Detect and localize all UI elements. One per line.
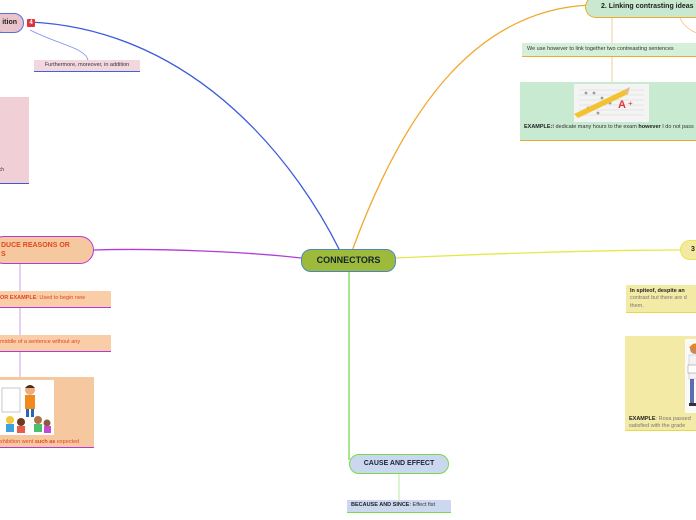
topic-addition[interactable]: ition [0,13,24,33]
example-prefix: EXAMPLE: [524,124,553,130]
central-topic-connectors[interactable]: CONNECTORS [301,249,396,272]
exam-paper-illustration: A + [574,84,649,122]
because-since-rest: : Effect fist [409,502,436,509]
svg-text:A: A [618,99,626,111]
topic-addition-label: ition [2,19,17,27]
children-illustration [0,380,54,435]
topic-linking-contrasting-ideas[interactable]: 2. Linking contrasting ideas [585,0,696,18]
third-example-text: EXAMPLE: Rosa passed satisfied with the … [629,416,696,431]
such-as-keyword: such as [34,439,56,445]
topic-contrast-label: 2. Linking contrasting ideas [601,3,694,11]
subtopic-middle-sentence[interactable]: middle of a sentence without any [0,335,111,352]
reasons-label-line2: S [1,251,6,258]
because-since-text: BECAUSE AND SINCE: Effect fist [351,502,435,509]
example-before: I dedicate many hours to the exam [552,124,639,130]
such-as-before: xhibition went [0,439,35,445]
subtopic-addition-examples[interactable]: Furthermore, moreover, in addition [34,60,140,72]
badge-count: 4 [29,19,33,26]
branch-line-reasons [93,248,302,259]
student-illustration [685,339,696,413]
topic-cause-and-effect[interactable]: CAUSE AND EFFECT [349,454,449,474]
example-keyword-however: however [638,124,661,130]
subtopic-because-and-since[interactable]: BECAUSE AND SINCE: Effect fist [347,500,451,513]
third-example-prefix: EXAMPLE [629,416,656,422]
such-as-after: expected [55,439,80,445]
student-figure [685,339,696,413]
svg-text:+: + [628,99,633,108]
branch-line-contrast [351,4,591,252]
kids-illustration [0,380,54,435]
branch-line-addition-example [29,29,89,61]
reasons-label-line1: DUCE REASONS OR [1,241,70,249]
for-example-text: OR EXAMPLE: Used to begin new [0,295,85,302]
subtopic-contrast-description[interactable]: We use however to link together two cont… [522,43,696,57]
subtopic-such-as-card[interactable]: xhibition went such as expected [0,377,94,448]
branch-line-third [395,249,681,259]
topic-introduce-reasons[interactable]: DUCE REASONS OR S [0,236,94,264]
example-after: I do not pass [660,124,694,130]
subtopic-contrast-example-card[interactable]: A + EXAMPLE:I dedicate many hours to the… [520,82,696,141]
central-topic-label: CONNECTORS [316,255,381,266]
third-example-body: : Rosa passed satisfied with the grade [629,416,691,430]
topic-cause-label: CAUSE AND EFFECT [363,460,435,468]
such-as-example-text: xhibition went such as expected [0,439,92,446]
in-spite-keyword: In spiteof, despite an [630,288,685,294]
topic-third-label: 3 [691,246,695,254]
subtopic-addition-card[interactable]: uch [0,97,29,184]
contrast-example-text: EXAMPLE:I dedicate many hours to the exa… [524,124,696,131]
exam-paper-image: A + [574,84,649,122]
subtopic-in-spite-of[interactable]: In spiteof, despite an contrast but ther… [626,285,696,313]
in-spite-rest: contrast but there are d them. [630,295,687,309]
topic-reasons-label: DUCE REASONS OR S [1,241,70,260]
because-since-keyword: BECAUSE AND SINCE [351,502,410,509]
notification-badge[interactable]: 4 [27,19,35,27]
topic-third[interactable]: 3 [680,240,696,260]
subtopic-for-example[interactable]: OR EXAMPLE: Used to begin new [0,291,111,308]
contrast-description-text: We use however to link together two cont… [527,45,674,52]
middle-sentence-text: middle of a sentence without any [0,339,81,346]
branch-line-addition [29,21,341,252]
subtopic-addition-examples-text: Furthermore, moreover, in addition [44,61,130,68]
addition-card-text: uch [0,167,5,173]
for-example-keyword: OR EXAMPLE [0,295,37,302]
for-example-rest: : Used to begin new [36,295,85,302]
subtopic-third-example-card[interactable]: EXAMPLE: Rosa passed satisfied with the … [625,336,696,431]
branch-line-contrast-right [679,17,696,34]
